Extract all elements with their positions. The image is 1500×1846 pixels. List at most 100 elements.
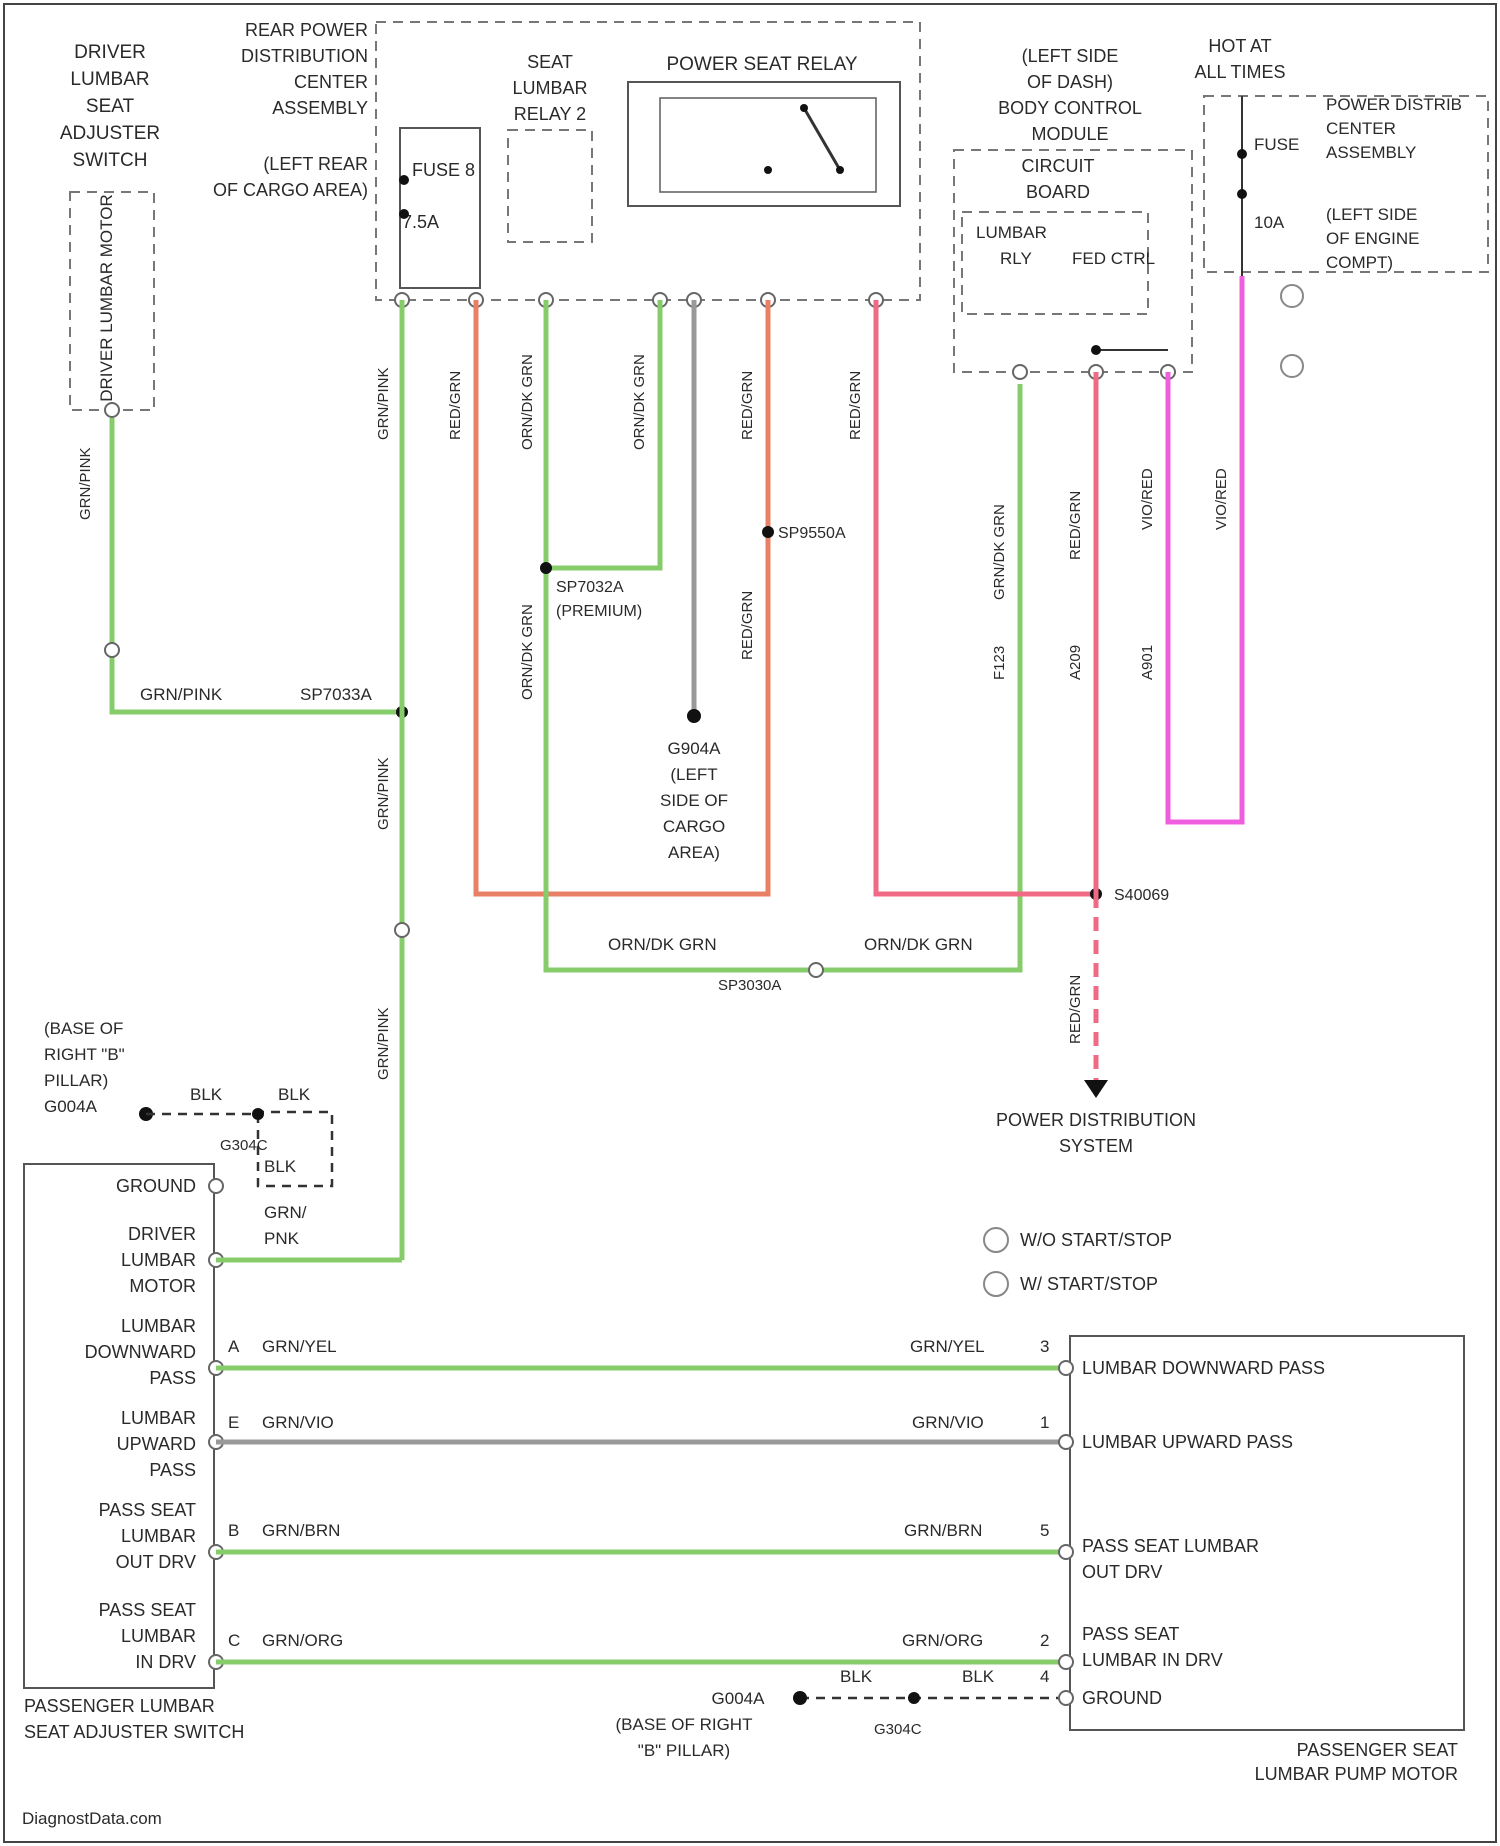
- circuit-board-label: CIRCUIT BOARD: [1022, 156, 1095, 202]
- svg-text:SIDE OF: SIDE OF: [660, 791, 728, 810]
- driver-motor-wire-label: GRN/PINK: [77, 447, 94, 520]
- rly-label: RLY: [1000, 249, 1032, 268]
- svg-text:PASSENGER SEAT: PASSENGER SEAT: [1297, 1740, 1458, 1760]
- hot-at-all-times-label: HOT AT ALL TIMES: [1194, 36, 1285, 82]
- svg-text:RIGHT "B": RIGHT "B": [44, 1045, 125, 1064]
- svg-text:DISTRIBUTION: DISTRIBUTION: [241, 46, 368, 66]
- svg-text:LUMBAR: LUMBAR: [121, 1408, 196, 1428]
- pump-conn-in-drv: [1059, 1655, 1073, 1669]
- pass-switch-pin-upward: LUMBAR UPWARD PASS: [117, 1408, 196, 1480]
- front-pdc-label: POWER DISTRIB CENTER ASSEMBLY (LEFT SIDE…: [1326, 95, 1462, 272]
- pass-switch-pin-ground: GROUND: [116, 1176, 196, 1196]
- label-orn-dk-grn-h2: ORN/DK GRN: [864, 935, 973, 954]
- inline-connector-bottom: [809, 963, 823, 977]
- driver-motor-wire-label-h: GRN/PINK: [140, 685, 223, 704]
- wire-red-grn-to-dash: [876, 300, 1096, 894]
- label-red-grn-2: RED/GRN: [739, 371, 756, 440]
- svg-text:"B" PILLAR): "B" PILLAR): [638, 1741, 730, 1760]
- svg-text:AREA): AREA): [668, 843, 720, 862]
- pump-conn-downward: [1059, 1361, 1073, 1375]
- svg-text:CARGO: CARGO: [663, 817, 725, 836]
- pds-arrow: [1084, 1080, 1108, 1098]
- svg-text:CIRCUIT: CIRCUIT: [1022, 156, 1095, 176]
- pass-switch-pin-driver-motor: DRIVER LUMBAR MOTOR: [121, 1224, 196, 1296]
- grn-pnk-label-b: PNK: [264, 1229, 300, 1248]
- svg-text:PASS SEAT: PASS SEAT: [99, 1600, 196, 1620]
- svg-text:PASS SEAT: PASS SEAT: [99, 1500, 196, 1520]
- svg-text:DRIVER: DRIVER: [128, 1224, 196, 1244]
- fed-ctrl-label: FED CTRL: [1072, 249, 1155, 268]
- wire-orn-dk-grn-loop: [546, 300, 1020, 970]
- relay-contact-node: [764, 166, 772, 174]
- pin-4-right: 4: [1040, 1667, 1049, 1686]
- pin-2-right: 2: [1040, 1631, 1049, 1650]
- fuse-10a-top: [1237, 149, 1247, 159]
- driver-lumbar-motor-label: DRIVER LUMBAR MOTOR: [97, 194, 116, 402]
- svg-text:MOTOR: MOTOR: [129, 1276, 196, 1296]
- legend-marker-top: [1281, 285, 1303, 307]
- ground-right-b-pillar-top-label: (BASE OF RIGHT "B" PILLAR) G004A: [44, 1019, 125, 1116]
- pump-pin-downward: LUMBAR DOWNWARD PASS: [1082, 1358, 1325, 1378]
- pin-c-left: C: [228, 1631, 240, 1650]
- grn-org-right: GRN/ORG: [902, 1631, 983, 1650]
- splice-g304c-top: [252, 1108, 264, 1120]
- splice-sp3030a-label: SP3030A: [718, 977, 781, 994]
- label-vio-red-2: VIO/RED: [1213, 468, 1230, 530]
- label-orn-dk-grn-2: ORN/DK GRN: [631, 354, 648, 450]
- pass-switch-pin-downward: LUMBAR DOWNWARD PASS: [85, 1316, 196, 1388]
- label-grn-pink-3: GRN/PINK: [375, 1007, 392, 1080]
- svg-text:PASS SEAT: PASS SEAT: [1082, 1624, 1179, 1644]
- svg-text:CENTER: CENTER: [294, 72, 368, 92]
- bcm-internal-node: [1091, 345, 1101, 355]
- label-red-grn-3: RED/GRN: [847, 371, 864, 440]
- svg-text:OF CARGO AREA): OF CARGO AREA): [213, 180, 368, 200]
- label-grn-dk-grn: GRN/DK GRN: [991, 504, 1008, 600]
- svg-text:IN DRV: IN DRV: [135, 1652, 196, 1672]
- blk-label-5: BLK: [962, 1667, 995, 1686]
- blk-label-1: BLK: [190, 1085, 223, 1104]
- relay-contact-switch: [804, 108, 840, 170]
- relay-contact-pivot: [800, 104, 808, 112]
- svg-text:ASSEMBLY: ASSEMBLY: [1326, 143, 1416, 162]
- relay-coil-frame: [660, 98, 876, 192]
- svg-text:(BASE OF RIGHT: (BASE OF RIGHT: [616, 1715, 753, 1734]
- grn-yel-left: GRN/YEL: [262, 1337, 337, 1356]
- pin-5-right: 5: [1040, 1521, 1049, 1540]
- svg-text:LUMBAR IN DRV: LUMBAR IN DRV: [1082, 1650, 1223, 1670]
- svg-text:HOT AT: HOT AT: [1208, 36, 1271, 56]
- blk-label-4: BLK: [840, 1667, 873, 1686]
- wire-vio-red-loop: [1168, 276, 1242, 822]
- splice-sp9550a: [762, 526, 774, 538]
- g304c-label: G304C: [220, 1137, 268, 1154]
- svg-text:LUMBAR: LUMBAR: [512, 78, 587, 98]
- fuse-10a-label: FUSE: [1254, 135, 1299, 154]
- pin-3-right: 3: [1040, 1337, 1049, 1356]
- svg-text:SEAT: SEAT: [527, 52, 573, 72]
- ground-bottom-label: G004A (BASE OF RIGHT "B" PILLAR): [616, 1689, 766, 1760]
- power-distribution-label: POWER DISTRIBUTION SYSTEM: [996, 1110, 1196, 1156]
- svg-text:ASSEMBLY: ASSEMBLY: [272, 98, 368, 118]
- fuse-10a-rating: 10A: [1254, 213, 1285, 232]
- lumbar-relay-2-box: [508, 130, 592, 242]
- passenger-lumbar-switch-label: PASSENGER LUMBAR SEAT ADJUSTER SWITCH: [24, 1696, 244, 1742]
- label-red-grn-4: RED/GRN: [739, 591, 756, 660]
- pump-motor-label: PASSENGER SEAT LUMBAR PUMP MOTOR: [1255, 1740, 1458, 1784]
- svg-text:RELAY 2: RELAY 2: [514, 104, 586, 124]
- svg-text:PASS: PASS: [149, 1460, 196, 1480]
- label-red-grn-1: RED/GRN: [447, 371, 464, 440]
- pump-motor-box: [1070, 1336, 1464, 1730]
- lumbar-rly-label: LUMBAR: [976, 223, 1047, 242]
- splice-sp7032a-label: SP7032A (PREMIUM): [556, 579, 642, 620]
- inline-connector-mid: [395, 923, 409, 937]
- svg-text:SEAT: SEAT: [86, 96, 135, 117]
- label-a901: A901: [1139, 645, 1156, 680]
- svg-text:PASSENGER LUMBAR: PASSENGER LUMBAR: [24, 1696, 215, 1716]
- svg-text:LUMBAR: LUMBAR: [121, 1316, 196, 1336]
- label-orn-dk-grn-1: ORN/DK GRN: [519, 354, 536, 450]
- ground-g904a: [687, 709, 701, 723]
- fuse-8-terminal-top: [399, 175, 409, 185]
- label-grn-pink-1: GRN/PINK: [375, 367, 392, 440]
- legend-icon-with: [984, 1272, 1008, 1296]
- legend-with-start-stop: W/ START/STOP: [1020, 1274, 1158, 1294]
- svg-text:ADJUSTER: ADJUSTER: [60, 123, 160, 144]
